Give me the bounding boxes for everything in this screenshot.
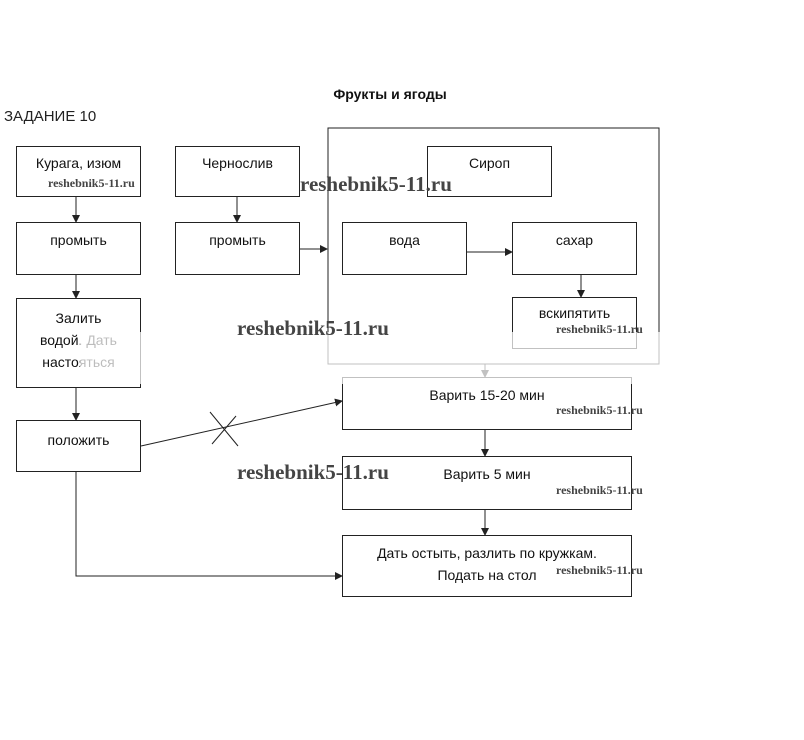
box-promyt-1-label: промыть: [50, 232, 107, 248]
box-kuraga-izyum: Курага, изюм: [16, 146, 141, 197]
box-promyt-2-label: промыть: [209, 232, 266, 248]
box-sirop: Сироп: [427, 146, 552, 197]
box-varit-15-label: Варить 15-20 мин: [429, 387, 545, 403]
arrow-polozhit-to-dat-ostyt: [75, 472, 343, 580]
watermark-site-3: reshebnik5-11.ru: [237, 316, 389, 340]
cross-mark-a: [209, 411, 239, 447]
box-promyt-2: промыть: [175, 222, 300, 275]
box-sirop-label: Сироп: [468, 155, 511, 171]
box-dat-ostyt: Дать остыть, разлить по кружкам. Подать …: [342, 535, 632, 597]
box-polozhit: положить: [16, 420, 141, 472]
watermark-site-7: reshebnik5-11.ru: [556, 483, 643, 497]
watermark-site-1: reshebnik5-11.ru: [48, 176, 135, 190]
task-label: ЗАДАНИЕ 10: [4, 108, 97, 125]
box-chernosliv: Чернослив: [175, 146, 300, 197]
box-voda: вода: [342, 222, 467, 275]
box-kuraga-label: Курага, изюм: [35, 155, 122, 171]
box-varit-5-label: Варить 5 мин: [443, 466, 531, 482]
box-sahar: сахар: [512, 222, 637, 275]
box-dat-ostyt-label: Дать остыть, разлить по кружкам. Подать …: [377, 545, 597, 583]
box-chernosliv-label: Чернослив: [202, 155, 273, 171]
box-sahar-label: сахар: [555, 232, 594, 248]
cross-mark-b: [211, 415, 237, 445]
watermark-fade-band: [80, 332, 700, 384]
watermark-site-8: reshebnik5-11.ru: [556, 563, 643, 577]
box-vskipyatit-label: вскипятить: [538, 305, 611, 321]
box-varit-5: Варить 5 мин: [342, 456, 632, 510]
box-promyt-1: промыть: [16, 222, 141, 275]
box-polozhit-label: положить: [47, 432, 110, 448]
arrow-polozhit-to-varit15-crossed: [140, 398, 343, 447]
diagram-title: Фрукты и ягоды: [333, 86, 447, 102]
watermark-site-6: reshebnik5-11.ru: [237, 460, 389, 484]
watermark-site-4: reshebnik5-11.ru: [556, 322, 643, 336]
box-voda-label: вода: [389, 232, 420, 248]
box-varit-15-20: Варить 15-20 мин: [342, 377, 632, 430]
watermark-site-2: reshebnik5-11.ru: [300, 172, 452, 196]
watermark-site-5: reshebnik5-11.ru: [556, 403, 643, 417]
